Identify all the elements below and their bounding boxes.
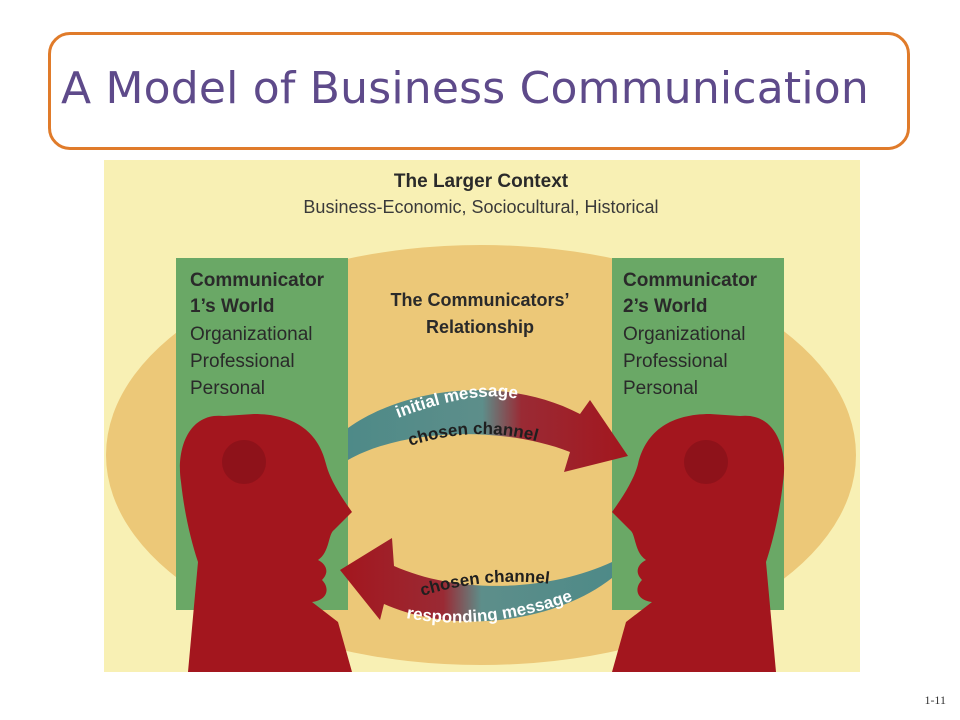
communicator-2-heading-line1: Communicator	[623, 270, 758, 291]
communication-model-diagram: The Larger Context Business-Economic, So…	[104, 160, 860, 672]
communicator-1-heading-line2: 1’s World	[190, 296, 274, 317]
responding-message-label-start: resp	[405, 603, 442, 626]
larger-context-subheading: Business-Economic, Sociocultural, Histor…	[303, 197, 658, 217]
communicator-1-item: Organizational	[190, 324, 313, 345]
slide-title: A Model of Business Communication	[61, 63, 869, 114]
communicator-2-heading-line2: 2’s World	[623, 296, 707, 317]
communicator-1-head-silhouette	[179, 414, 352, 672]
relationship-label-line2: Relationship	[426, 317, 534, 337]
communicator-2-item: Organizational	[623, 324, 746, 345]
page-number: 1-11	[924, 693, 946, 707]
communicator-1-heading-line1: Communicator	[190, 270, 325, 291]
relationship-label-line1: The Communicators’	[390, 290, 569, 310]
title-box: A Model of Business Communication	[48, 32, 910, 150]
communicator-2-item: Professional	[623, 351, 728, 372]
communicator-2-item: Personal	[623, 378, 698, 399]
communicator-1-item: Professional	[190, 351, 295, 372]
communicator-2-head-silhouette	[612, 414, 785, 672]
larger-context-heading: The Larger Context	[394, 171, 569, 192]
communicator-1-item: Personal	[190, 378, 265, 399]
